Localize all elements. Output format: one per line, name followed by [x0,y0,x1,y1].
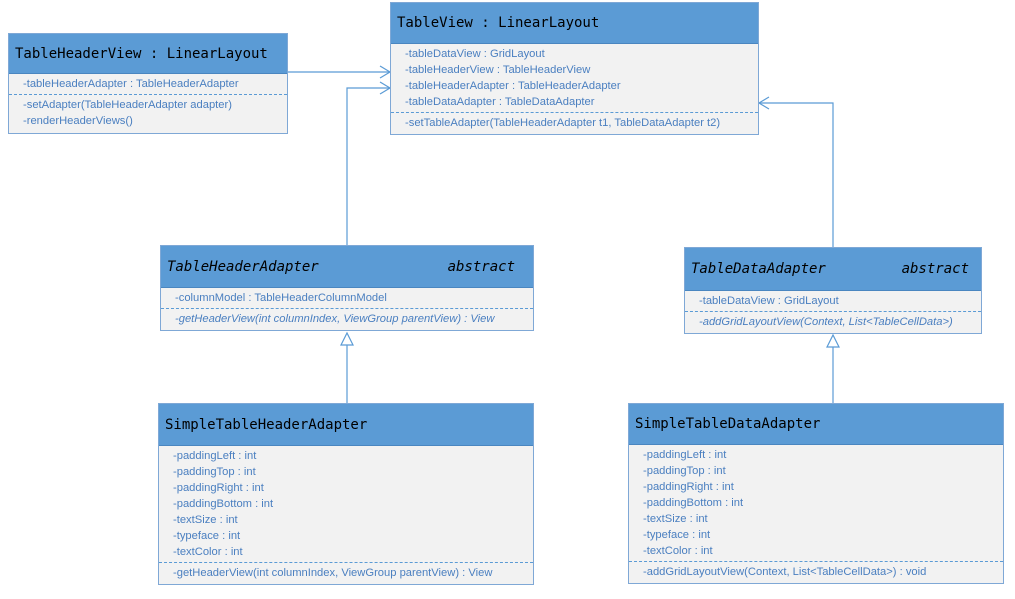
attribute-list: -tableDataView : GridLayout [685,291,981,311]
hollow-triangle-icon [826,333,840,348]
operation: -getHeaderView(int columnIndex, ViewGrou… [173,567,493,579]
class-simple-table-data-adapter: SimpleTableDataAdapter -paddingLeft : in… [628,403,1004,584]
class-header: TableView : LinearLayout [391,3,758,44]
attribute-list: -paddingLeft : int -paddingTop : int -pa… [159,446,533,562]
attribute-list: -tableHeaderAdapter : TableHeaderAdapter [9,74,287,94]
attribute: -paddingTop : int [643,465,726,477]
operation: -setTableAdapter(TableHeaderAdapter t1, … [405,117,721,129]
attribute: -typeface : int [173,530,241,542]
class-simple-table-header-adapter: SimpleTableHeaderAdapter -paddingLeft : … [158,403,534,585]
hollow-triangle-icon [340,331,354,346]
attribute: -tableDataView : GridLayout [405,48,545,60]
class-header: TableDataAdapter abstract [685,248,981,291]
open-arrowhead-icon [757,96,770,110]
attribute-list: -paddingLeft : int -paddingTop : int -pa… [629,445,1003,561]
class-header: SimpleTableHeaderAdapter [159,404,533,446]
class-header: TableHeaderView : LinearLayout [9,34,287,74]
attribute: -paddingRight : int [173,482,264,494]
class-name: SimpleTableHeaderAdapter [165,416,368,433]
attribute: -textSize : int [173,514,238,526]
attribute: -columnModel : TableHeaderColumnModel [175,292,387,304]
attribute: -paddingBottom : int [643,497,744,509]
attribute-list: -tableDataView : GridLayout -tableHeader… [391,44,758,112]
operation-list: -addGridLayoutView(Context, List<TableCe… [685,311,981,332]
operation-list: -addGridLayoutView(Context, List<TableCe… [629,561,1003,582]
class-table-header-adapter: TableHeaderAdapter abstract -columnModel… [160,245,534,331]
operation-list: -getHeaderView(int columnIndex, ViewGrou… [161,308,533,329]
class-name: SimpleTableDataAdapter [635,416,821,432]
association-data-adapter-to-table-view [759,102,834,247]
class-name: TableHeaderAdapter [167,258,319,275]
attribute: -textColor : int [173,546,243,558]
operation: -renderHeaderViews() [23,115,133,127]
attribute: -typeface : int [643,529,711,541]
operation-list: -getHeaderView(int columnIndex, ViewGrou… [159,562,533,583]
class-table-view: TableView : LinearLayout -tableDataView … [390,2,759,135]
attribute: -paddingLeft : int [173,450,257,462]
class-header: TableHeaderAdapter abstract [161,246,533,288]
attribute-list: -columnModel : TableHeaderColumnModel [161,288,533,308]
class-stereotype: abstract [901,261,969,277]
association-header-adapter-to-table-view [346,87,390,245]
class-header: SimpleTableDataAdapter [629,404,1003,445]
attribute: -paddingBottom : int [173,498,274,510]
operation: -setAdapter(TableHeaderAdapter adapter) [23,99,232,111]
attribute: -tableDataAdapter : TableDataAdapter [405,96,595,108]
operation: -addGridLayoutView(Context, List<TableCe… [643,566,927,578]
attribute: -textSize : int [643,513,708,525]
attribute: -tableHeaderView : TableHeaderView [405,64,591,76]
class-name: TableView : LinearLayout [397,15,600,31]
operation: -addGridLayoutView(Context, List<TableCe… [699,316,953,328]
attribute: -paddingTop : int [173,466,256,478]
class-name: TableDataAdapter [691,261,826,277]
attribute: -paddingLeft : int [643,449,727,461]
operation-list: -setTableAdapter(TableHeaderAdapter t1, … [391,112,758,133]
attribute: -paddingRight : int [643,481,734,493]
operation-list: -setAdapter(TableHeaderAdapter adapter) … [9,94,287,131]
operation: -getHeaderView(int columnIndex, ViewGrou… [175,313,495,325]
class-name: TableHeaderView : LinearLayout [15,45,268,62]
attribute: -tableHeaderAdapter : TableHeaderAdapter [23,78,239,90]
class-stereotype: abstract [447,258,515,275]
attribute: -tableHeaderAdapter : TableHeaderAdapter [405,80,621,92]
attribute: -textColor : int [643,545,713,557]
class-table-header-view: TableHeaderView : LinearLayout -tableHea… [8,33,288,134]
attribute: -tableDataView : GridLayout [699,295,839,307]
class-table-data-adapter: TableDataAdapter abstract -tableDataView… [684,247,982,334]
